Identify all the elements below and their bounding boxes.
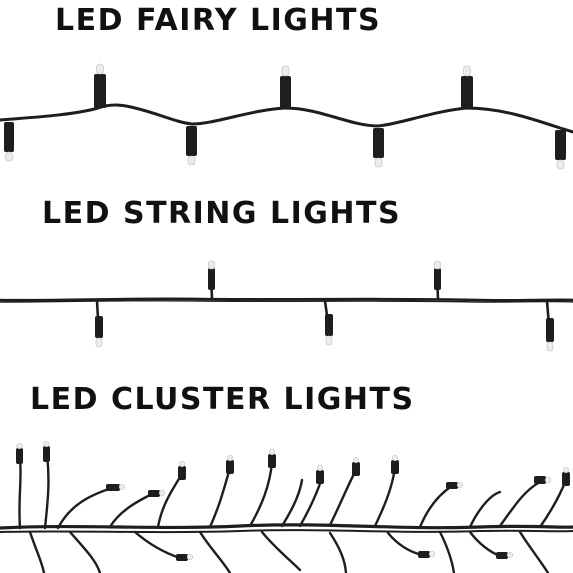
bulb	[446, 482, 458, 489]
bulb	[325, 314, 333, 336]
bulb	[546, 318, 554, 342]
bulb	[373, 128, 384, 158]
bulb	[352, 462, 360, 476]
bulb	[555, 130, 566, 160]
bulb	[280, 76, 291, 108]
bulb	[148, 490, 160, 497]
bulb	[496, 552, 508, 559]
bulb	[268, 454, 276, 468]
bulb	[562, 472, 570, 486]
bulb	[534, 476, 546, 484]
string-lights-title: LED STRING LIGHTS	[42, 196, 402, 231]
string-bulbs	[95, 268, 554, 342]
bulb	[106, 484, 120, 491]
fairy-lights-strand	[0, 63, 573, 170]
cluster-lights-strand	[0, 440, 573, 573]
string-lights-strand	[0, 260, 573, 352]
bulb	[316, 470, 324, 484]
bulb	[43, 446, 50, 462]
bulb	[94, 74, 106, 108]
cluster-bulbs	[16, 446, 570, 561]
fairy-bulbs	[4, 74, 566, 160]
bulb	[208, 268, 215, 290]
bulb	[434, 268, 441, 290]
bulb	[186, 126, 197, 156]
bulb	[226, 460, 234, 474]
bulb	[95, 316, 103, 338]
bulb	[391, 460, 399, 474]
bulb	[461, 76, 473, 108]
bulb	[418, 551, 430, 558]
bulb	[176, 554, 188, 561]
bulb	[4, 122, 14, 152]
bulb	[178, 466, 186, 480]
bulb	[16, 448, 23, 464]
cluster-lights-title: LED CLUSTER LIGHTS	[30, 382, 415, 417]
fairy-lights-title: LED FAIRY LIGHTS	[55, 3, 382, 38]
